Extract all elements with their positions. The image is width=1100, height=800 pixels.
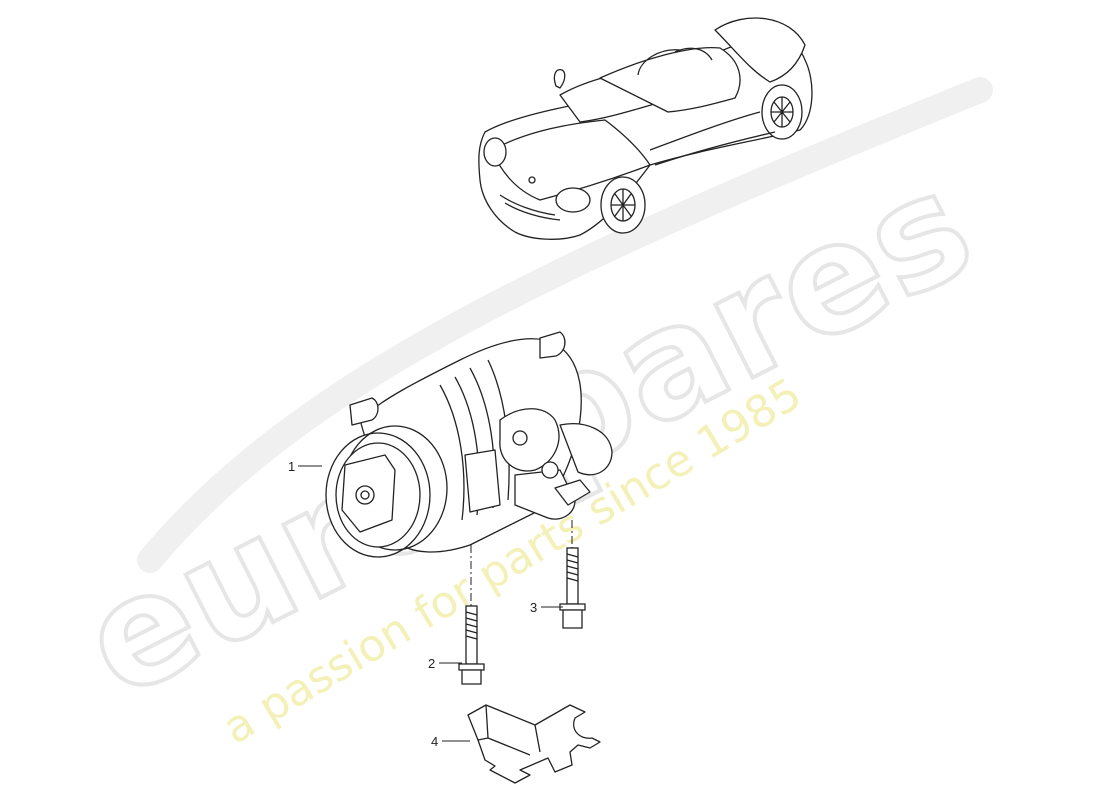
bolt-3-flange bbox=[559, 603, 586, 611]
car-rear-deck bbox=[714, 17, 806, 83]
bolt-3-head bbox=[562, 609, 583, 629]
bolt-2-flange bbox=[458, 663, 485, 671]
car-badge bbox=[528, 176, 536, 184]
bracket-4-fold bbox=[477, 704, 541, 756]
car-front-intake bbox=[499, 194, 561, 221]
bolt-part-2 bbox=[458, 605, 485, 685]
callout-labels: 1 2 3 4 bbox=[288, 459, 537, 749]
car-side-line bbox=[649, 111, 776, 166]
callout-2: 2 bbox=[428, 656, 435, 671]
bolt-part-3 bbox=[559, 547, 586, 629]
car-headlight-left bbox=[483, 137, 507, 167]
watermark-swoosh bbox=[137, 77, 993, 573]
car-rollbar bbox=[637, 47, 713, 76]
compressor-clutch-pulley bbox=[325, 425, 448, 558]
compressor-housing-ribs bbox=[439, 359, 510, 521]
compressor-control-valve bbox=[464, 408, 613, 520]
car-illustration bbox=[478, 17, 813, 240]
callout-3: 3 bbox=[530, 600, 537, 615]
car-wheel-rear bbox=[761, 84, 803, 140]
bolt-3-thread bbox=[566, 553, 579, 582]
car-wheel-front bbox=[600, 176, 646, 234]
car-mirror-marker bbox=[553, 69, 566, 89]
bolt-2-thread bbox=[465, 611, 478, 640]
callout-leaders bbox=[298, 465, 563, 742]
bracket-4-plate bbox=[467, 704, 601, 784]
installation-lines bbox=[470, 520, 573, 606]
callout-1: 1 bbox=[288, 459, 295, 474]
bolt-2-head bbox=[461, 669, 482, 685]
compressor-mount-lug-rear bbox=[539, 331, 566, 359]
car-cockpit bbox=[599, 46, 741, 113]
ac-compressor bbox=[325, 331, 613, 558]
callout-4: 4 bbox=[431, 734, 438, 749]
bracket-part-4 bbox=[467, 704, 601, 784]
compressor-mount-lug-top bbox=[349, 397, 379, 426]
car-headlight-right bbox=[555, 187, 591, 213]
